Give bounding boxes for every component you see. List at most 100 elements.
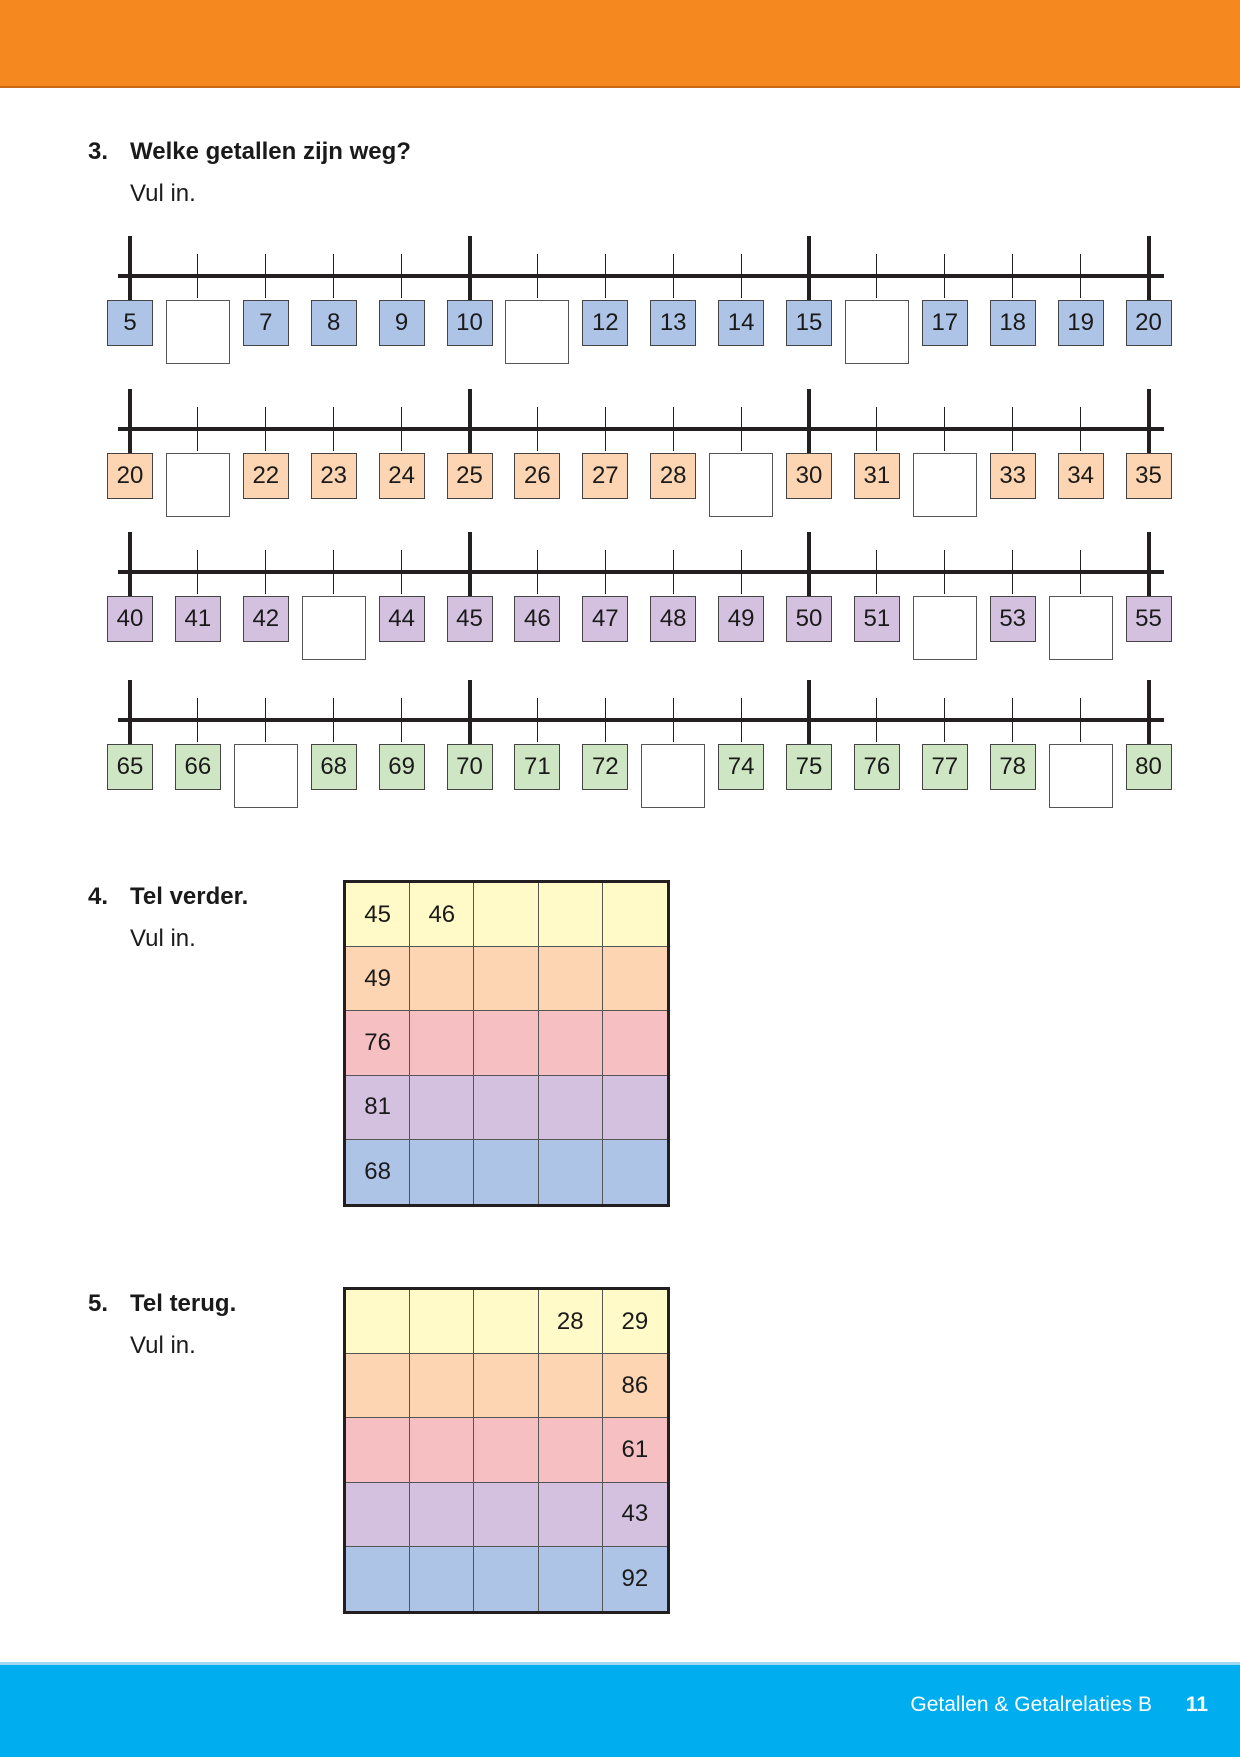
- grid-answer-cell[interactable]: [474, 1546, 539, 1611]
- grid-answer-cell[interactable]: [602, 883, 667, 948]
- major-tick: [467, 680, 472, 746]
- grid-answer-cell[interactable]: [474, 1418, 539, 1483]
- number-cell: 42: [242, 596, 289, 642]
- number-cell: 13: [650, 300, 697, 346]
- grid-answer-cell[interactable]: [474, 1075, 539, 1140]
- grid-answer-cell[interactable]: [538, 1011, 603, 1076]
- grid-answer-cell[interactable]: [410, 1290, 475, 1355]
- answer-box[interactable]: [233, 744, 298, 808]
- grid-answer-cell[interactable]: [474, 1011, 539, 1076]
- grid-answer-cell[interactable]: [346, 1482, 411, 1547]
- number-cell: 10: [446, 300, 493, 346]
- grid-answer-cell[interactable]: [538, 883, 603, 948]
- grid-answer-cell[interactable]: [410, 1354, 475, 1419]
- grid-answer-cell[interactable]: [474, 883, 539, 948]
- major-tick: [807, 389, 811, 455]
- number-cell: 46: [514, 596, 561, 642]
- grid-answer-cell[interactable]: [538, 1482, 603, 1547]
- number-line-axis: [118, 570, 1164, 574]
- answer-box[interactable]: [844, 300, 909, 364]
- grid-number-cell: 76: [346, 1011, 411, 1076]
- minor-tick: [672, 550, 674, 594]
- number-cell: 41: [174, 596, 221, 642]
- minor-tick: [333, 698, 335, 742]
- minor-tick: [740, 550, 742, 594]
- number-cell: 53: [989, 596, 1036, 642]
- q3-subtitle: Vul in.: [130, 180, 196, 207]
- grid-answer-cell[interactable]: [538, 1075, 603, 1140]
- minor-tick: [672, 254, 674, 298]
- q4-number: 4.: [88, 883, 109, 910]
- grid-answer-cell[interactable]: [410, 1011, 475, 1076]
- minor-tick: [333, 407, 335, 451]
- answer-box[interactable]: [912, 596, 977, 660]
- number-cell: 28: [650, 453, 697, 499]
- answer-box[interactable]: [505, 300, 570, 364]
- minor-tick: [401, 550, 403, 594]
- number-cell: 55: [1125, 596, 1172, 642]
- grid-answer-cell[interactable]: [474, 947, 539, 1012]
- grid-answer-cell[interactable]: [410, 1418, 475, 1483]
- grid-answer-cell[interactable]: [474, 1354, 539, 1419]
- minor-tick: [333, 550, 335, 594]
- minor-tick: [1080, 407, 1082, 451]
- top-band: [0, 0, 1240, 88]
- number-cell: 33: [989, 453, 1036, 499]
- q5-subtitle: Vul in.: [130, 1332, 196, 1359]
- major-tick: [467, 532, 472, 598]
- answer-box[interactable]: [301, 596, 366, 660]
- grid-answer-cell[interactable]: [474, 1482, 539, 1547]
- minor-tick: [944, 698, 946, 742]
- grid-answer-cell[interactable]: [346, 1354, 411, 1419]
- number-cell: 20: [1125, 300, 1172, 346]
- number-cell: 40: [107, 596, 153, 642]
- grid-answer-cell[interactable]: [346, 1546, 411, 1611]
- answer-box[interactable]: [165, 453, 230, 517]
- grid-number-cell: 81: [346, 1075, 411, 1140]
- grid-answer-cell[interactable]: [538, 1546, 603, 1611]
- answer-box[interactable]: [1048, 596, 1113, 660]
- minor-tick: [604, 698, 606, 742]
- grid-answer-cell[interactable]: [602, 1011, 667, 1076]
- answer-box[interactable]: [165, 300, 230, 364]
- minor-tick: [876, 254, 878, 298]
- grid-answer-cell[interactable]: [538, 1418, 603, 1483]
- minor-tick: [944, 550, 946, 594]
- number-cell: 45: [446, 596, 493, 642]
- grid-answer-cell[interactable]: [410, 1546, 475, 1611]
- grid-answer-cell[interactable]: [474, 1139, 539, 1204]
- number-cell: 74: [718, 744, 765, 790]
- grid-answer-cell[interactable]: [410, 947, 475, 1012]
- grid-number-cell: 29: [602, 1290, 667, 1355]
- major-tick: [1146, 680, 1151, 746]
- answer-box[interactable]: [709, 453, 774, 517]
- grid-answer-cell[interactable]: [410, 1482, 475, 1547]
- grid-answer-cell[interactable]: [410, 1139, 475, 1204]
- grid-answer-cell[interactable]: [602, 1075, 667, 1140]
- grid-answer-cell[interactable]: [602, 947, 667, 1012]
- q4-subtitle: Vul in.: [130, 925, 196, 952]
- grid-answer-cell[interactable]: [538, 1354, 603, 1419]
- grid-answer-cell[interactable]: [346, 1418, 411, 1483]
- answer-box[interactable]: [912, 453, 977, 517]
- grid-answer-cell[interactable]: [474, 1290, 539, 1355]
- number-line-axis: [118, 274, 1164, 278]
- grid-answer-cell[interactable]: [538, 947, 603, 1012]
- grid-answer-cell[interactable]: [410, 1075, 475, 1140]
- minor-tick: [876, 407, 878, 451]
- number-cell: 34: [1057, 453, 1104, 499]
- minor-tick: [536, 550, 538, 594]
- answer-box[interactable]: [641, 744, 706, 808]
- grid-number-cell: 92: [602, 1546, 667, 1611]
- grid-answer-cell[interactable]: [346, 1290, 411, 1355]
- grid-answer-cell[interactable]: [602, 1139, 667, 1204]
- number-line-axis: [118, 718, 1164, 722]
- answer-box[interactable]: [1048, 744, 1113, 808]
- major-tick: [467, 389, 472, 455]
- grid-answer-cell[interactable]: [538, 1139, 603, 1204]
- minor-tick: [740, 698, 742, 742]
- number-cell: 23: [310, 453, 357, 499]
